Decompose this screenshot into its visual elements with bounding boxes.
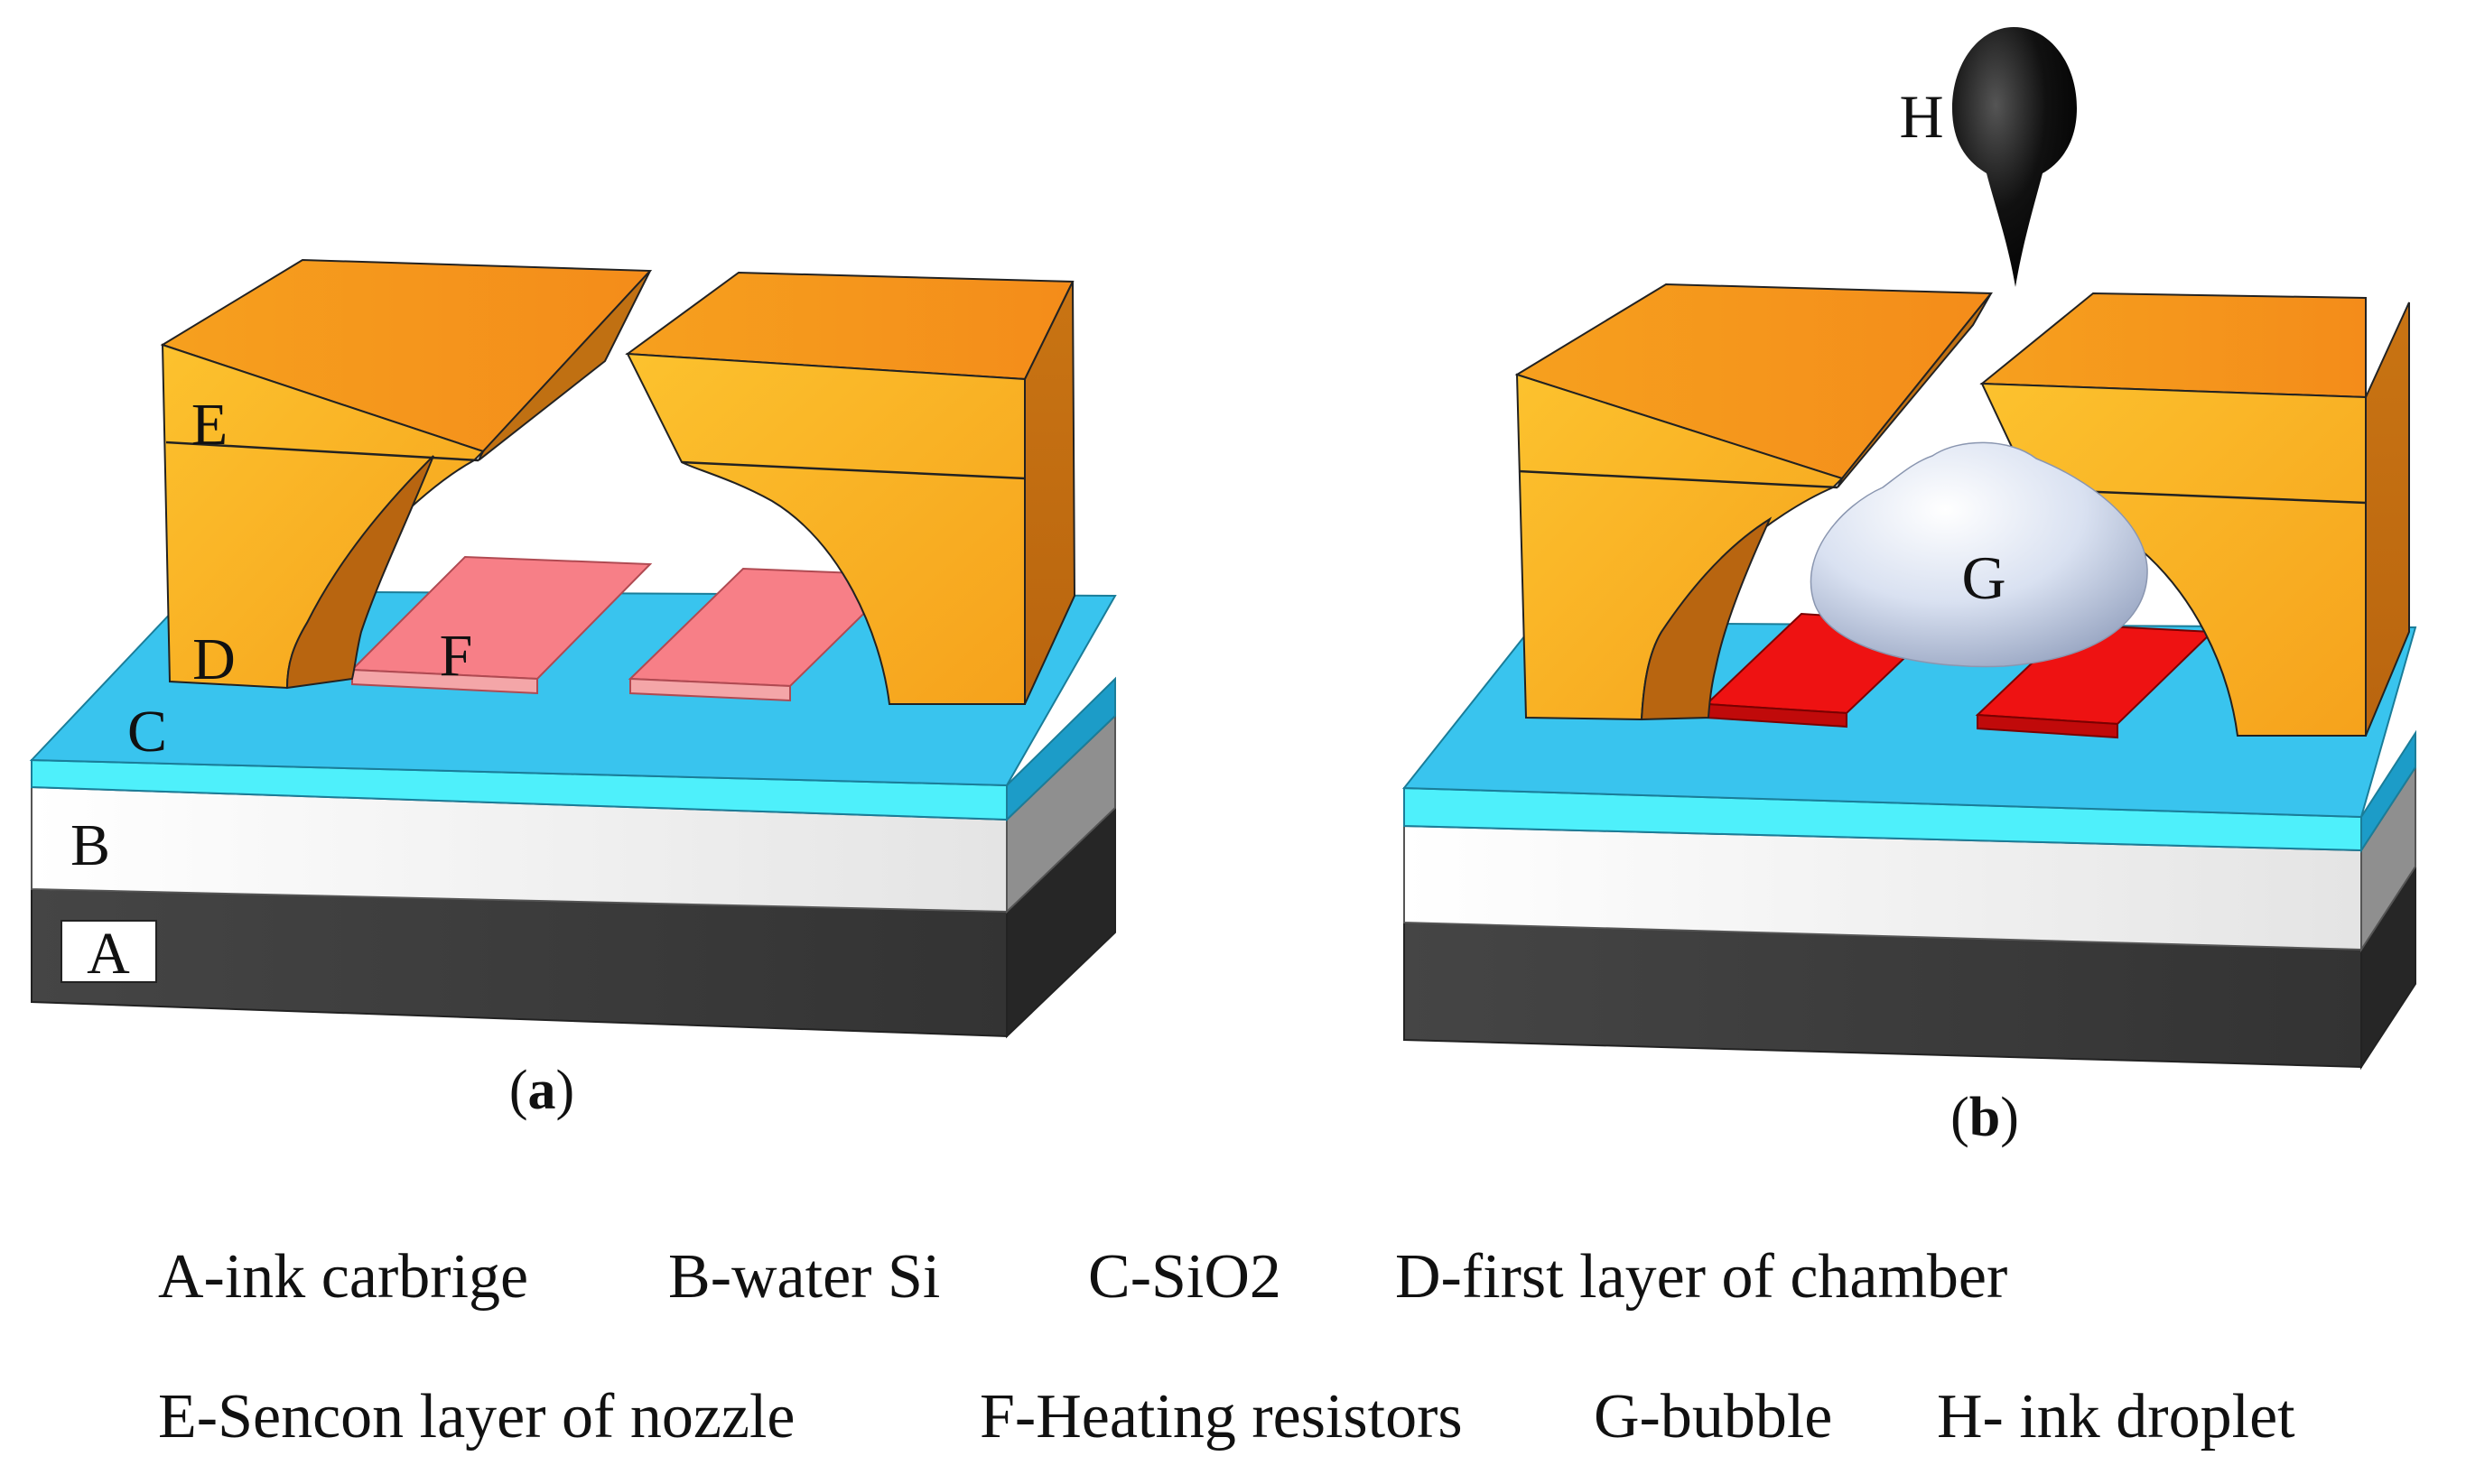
label-d: D xyxy=(192,626,236,692)
chamber-b-left-layer-line xyxy=(1518,469,1838,489)
chamber-a-right-front xyxy=(626,352,1026,705)
layer-b-c-side xyxy=(2360,729,2416,854)
chamber-b-right-side xyxy=(2365,301,2410,737)
legend-item-f: F-Heating resistors xyxy=(980,1382,1463,1452)
chamber-a-left-nozzle-wall xyxy=(478,270,651,461)
legend-item-b: B-water Si xyxy=(668,1242,940,1312)
heater-b2-front xyxy=(1977,713,2118,739)
legend-item-g: G-bubble xyxy=(1594,1382,1832,1452)
chamber-a-right-layer-line xyxy=(681,460,1026,480)
label-c: C xyxy=(127,699,167,765)
bubble-g xyxy=(1810,441,2148,668)
legend-item-h: H- ink droplet xyxy=(1937,1382,2295,1452)
legend-item-c: C-SiO2 xyxy=(1088,1242,1281,1312)
heater-a2-front xyxy=(629,677,791,702)
legend-item-a: A-ink carbrige xyxy=(158,1242,528,1312)
label-g: G xyxy=(1961,543,2005,612)
label-a: A xyxy=(87,921,130,987)
chamber-b-left-arch-inner xyxy=(1640,516,1773,721)
panel-b: G H (b) xyxy=(1401,27,2417,1148)
chamber-a-left-arch-inner xyxy=(285,455,434,690)
panel-a: A B C D E F (a) xyxy=(29,258,1117,1121)
label-b: B xyxy=(70,812,110,878)
layer-c-side xyxy=(1006,676,1116,822)
label-e: E xyxy=(191,392,228,458)
legend-item-d: D-first layer of chamber xyxy=(1395,1242,2007,1312)
droplet-h xyxy=(1952,27,2077,287)
caption-a: (a) xyxy=(509,1060,574,1121)
legend: A-ink carbrige B-water Si C-SiO2 D-first… xyxy=(158,1242,2295,1452)
chamber-b-right-top xyxy=(1979,292,2367,399)
label-f: F xyxy=(440,623,473,689)
chamber-a-left-layer-line xyxy=(165,441,479,462)
layer-a-front xyxy=(31,887,1008,1038)
chamber-b-left-nozzle-wall xyxy=(1837,292,1992,488)
chamber-a-right-side xyxy=(1024,281,1076,705)
caption-b: (b) xyxy=(1950,1087,2019,1148)
label-h: H xyxy=(1899,82,1943,151)
label-a-box xyxy=(60,920,157,983)
legend-item-e: E-Sencon layer of nozzle xyxy=(158,1382,796,1452)
